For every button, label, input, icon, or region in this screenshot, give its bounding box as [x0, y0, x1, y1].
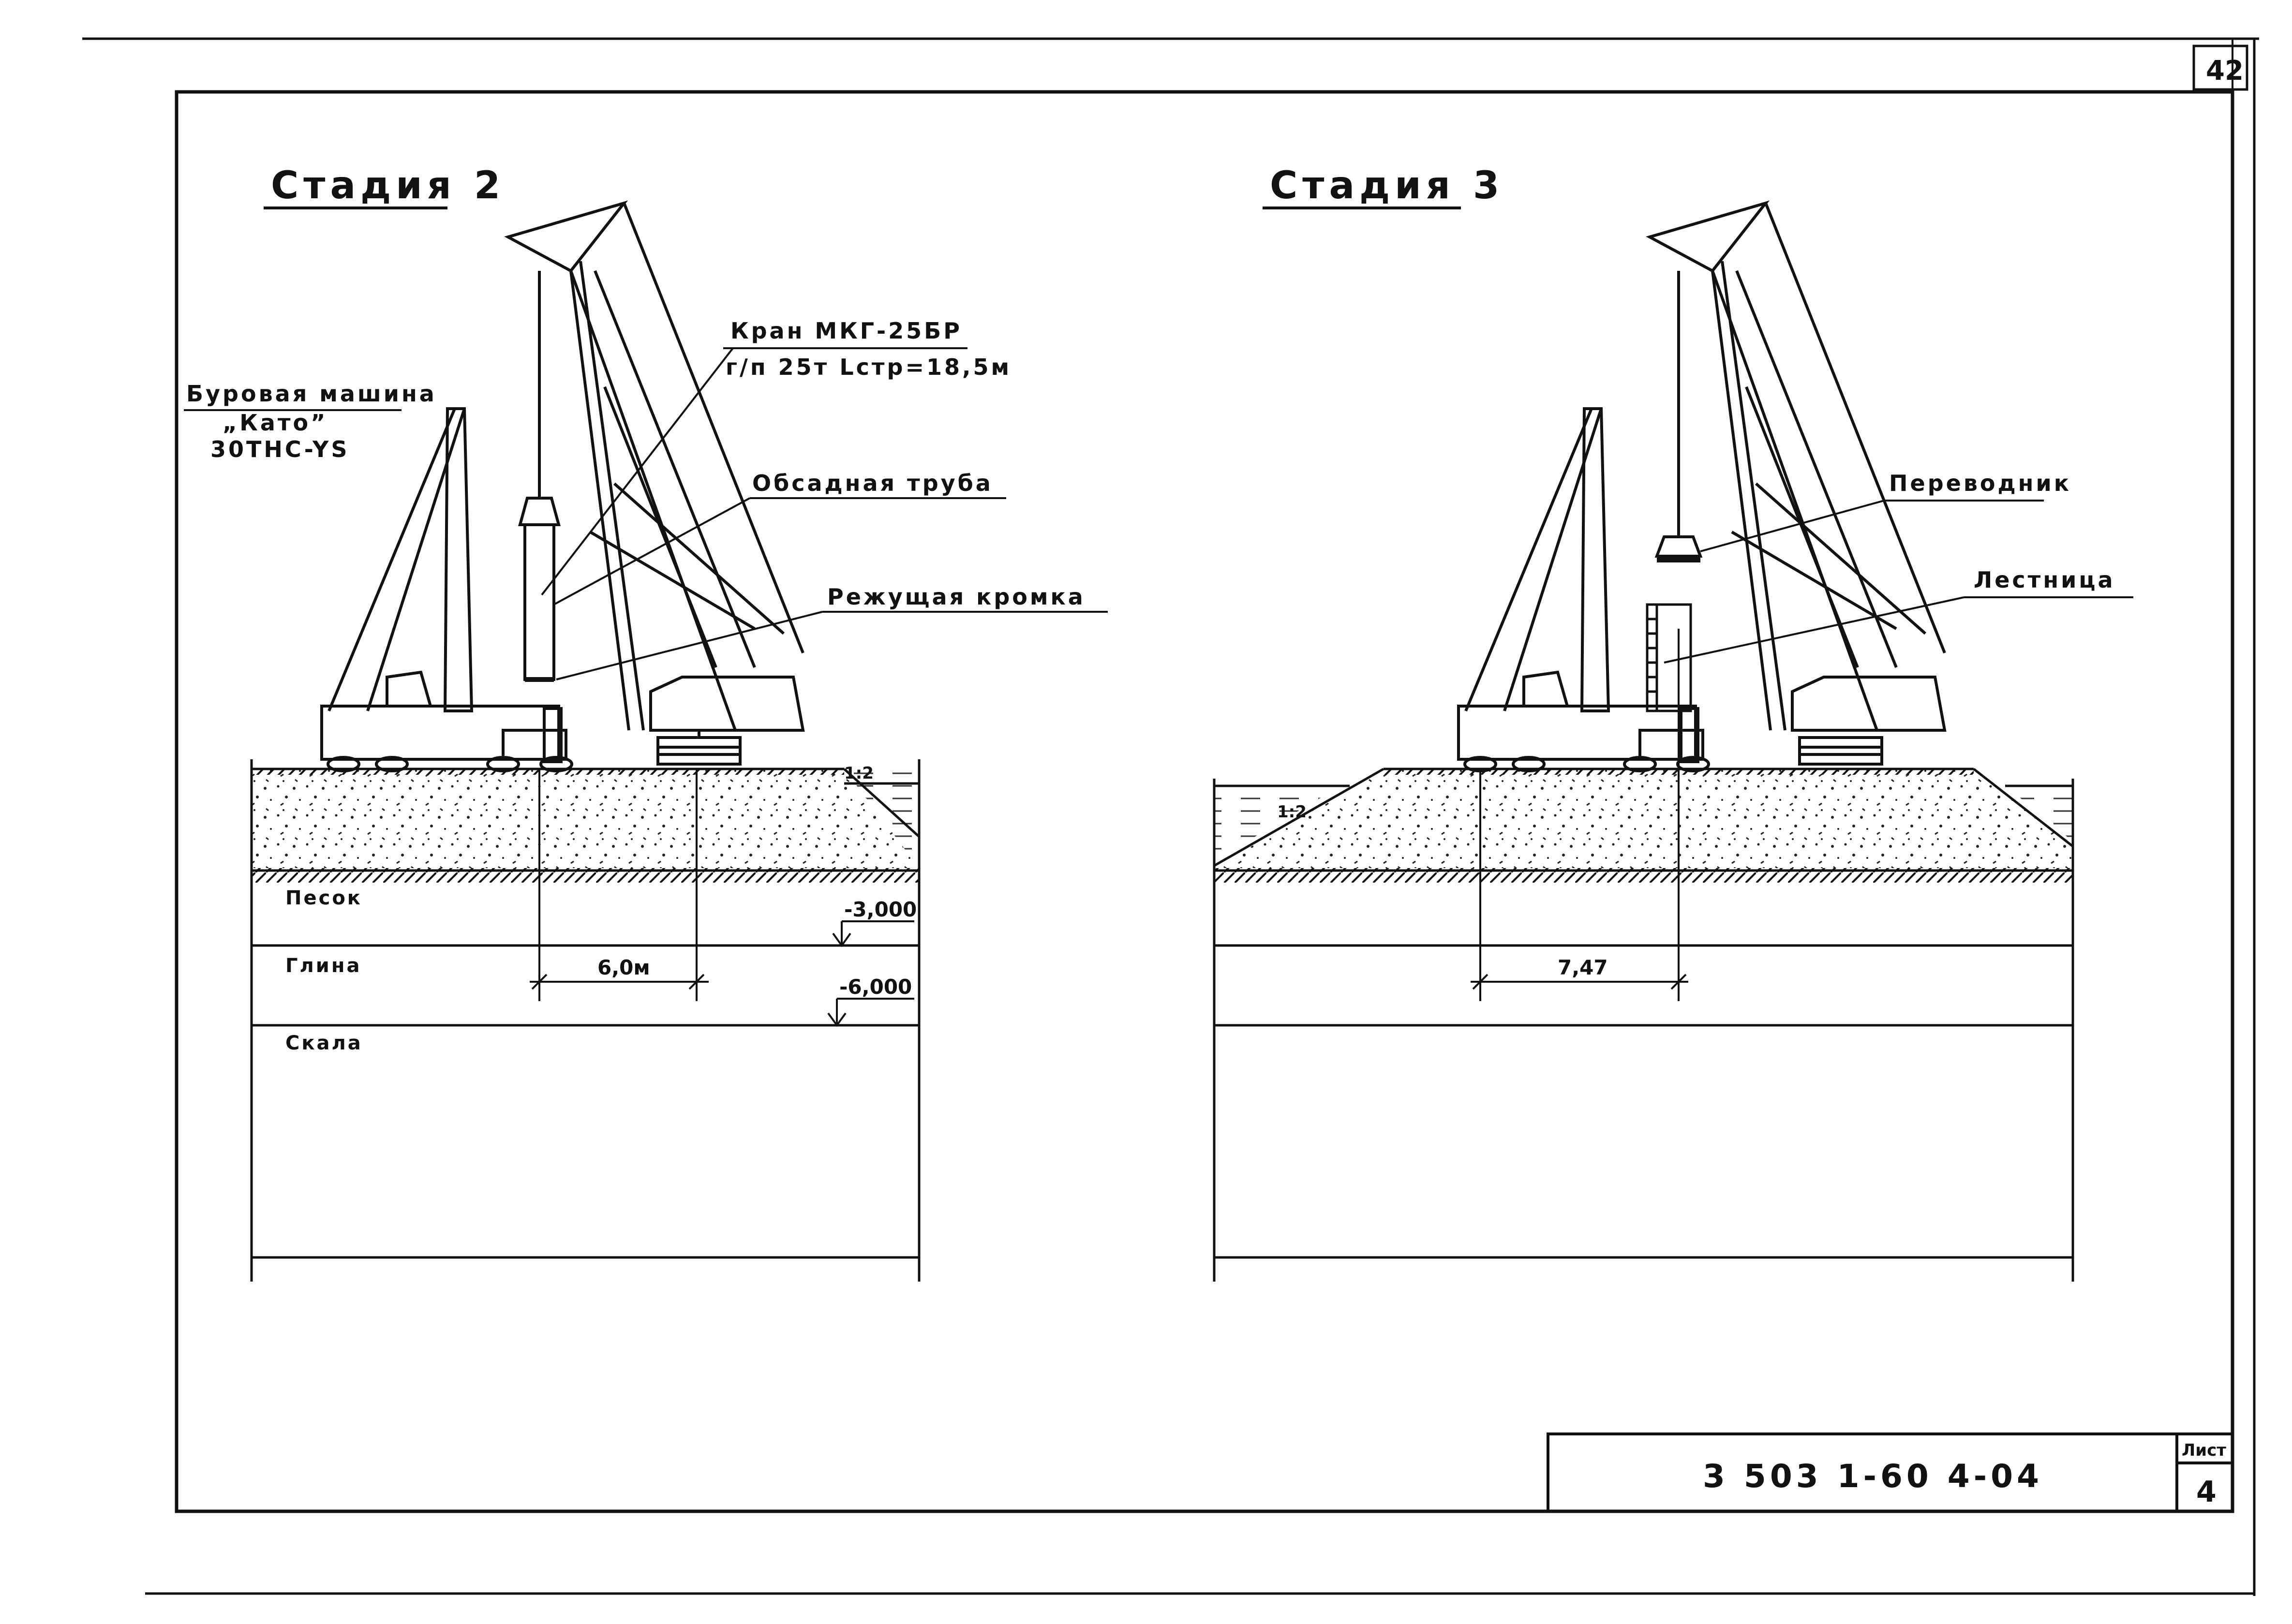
drilling-machine-stage3 [1457, 407, 1710, 772]
crane-label-line2: г/п 25т Lстр=18,5м [726, 354, 1012, 380]
stage2-diagram: Стадия 2 1:2 Песок Глина Скала [184, 164, 1108, 1282]
soil-rock-label: Скала [285, 1032, 363, 1054]
drill-label-line2: „Като” [223, 410, 327, 436]
sheet-frame [82, 37, 2259, 1596]
stage2-distance-text: 6,0м [597, 956, 650, 979]
drilling-machine [320, 407, 573, 772]
crawler-crane [504, 200, 805, 766]
stage3-title: Стадия 3 [1270, 164, 1504, 207]
adapter [1654, 271, 1703, 562]
level-mark-2-text: -6,000 [839, 975, 912, 999]
cutting-edge-label: Режущая кромка [827, 584, 1086, 610]
adapter-label: Переводник [1889, 470, 2071, 496]
sheet-number: 4 [2196, 1475, 2217, 1509]
stage3-slope: 1:2 [1277, 802, 1307, 822]
casing-pipe [518, 271, 561, 682]
drill-label-line3: 30THC-YS [210, 436, 349, 462]
sheet-label: Лист [2182, 1441, 2226, 1460]
stage2-soil-profile: 1:2 [250, 759, 921, 1282]
page-number: 42 [2206, 55, 2244, 87]
stage3-distance-text: 7,47 [1558, 956, 1608, 979]
casing-label: Обсадная труба [752, 470, 993, 496]
stage2-title: Стадия 2 [271, 164, 505, 207]
document-code: 3 503 1-60 4-04 [1703, 1458, 2043, 1495]
stage2-distance-dimension [530, 769, 709, 1001]
level-mark-1 [832, 920, 914, 947]
ladder-label: Лестница [1974, 567, 2115, 593]
level-mark-2 [827, 998, 914, 1027]
drill-label-line1: Буровая машина [186, 381, 437, 407]
stage3-diagram: Стадия 3 1:2 [1213, 164, 2133, 1282]
soil-sand-label: Песок [285, 887, 362, 909]
crane-label-line1: Кран МКГ-25БР [730, 318, 962, 344]
stage3-soil-profile: 1:2 [1213, 768, 2074, 1282]
soil-clay-label: Глина [285, 955, 361, 977]
stage3-distance-dimension [1471, 629, 1688, 1001]
level-mark-1-text: -3,000 [844, 898, 917, 921]
crawler-crane-stage3 [1646, 200, 1947, 766]
stage2-slope: 1:2 [844, 764, 874, 783]
title-block [1547, 1432, 2234, 1513]
